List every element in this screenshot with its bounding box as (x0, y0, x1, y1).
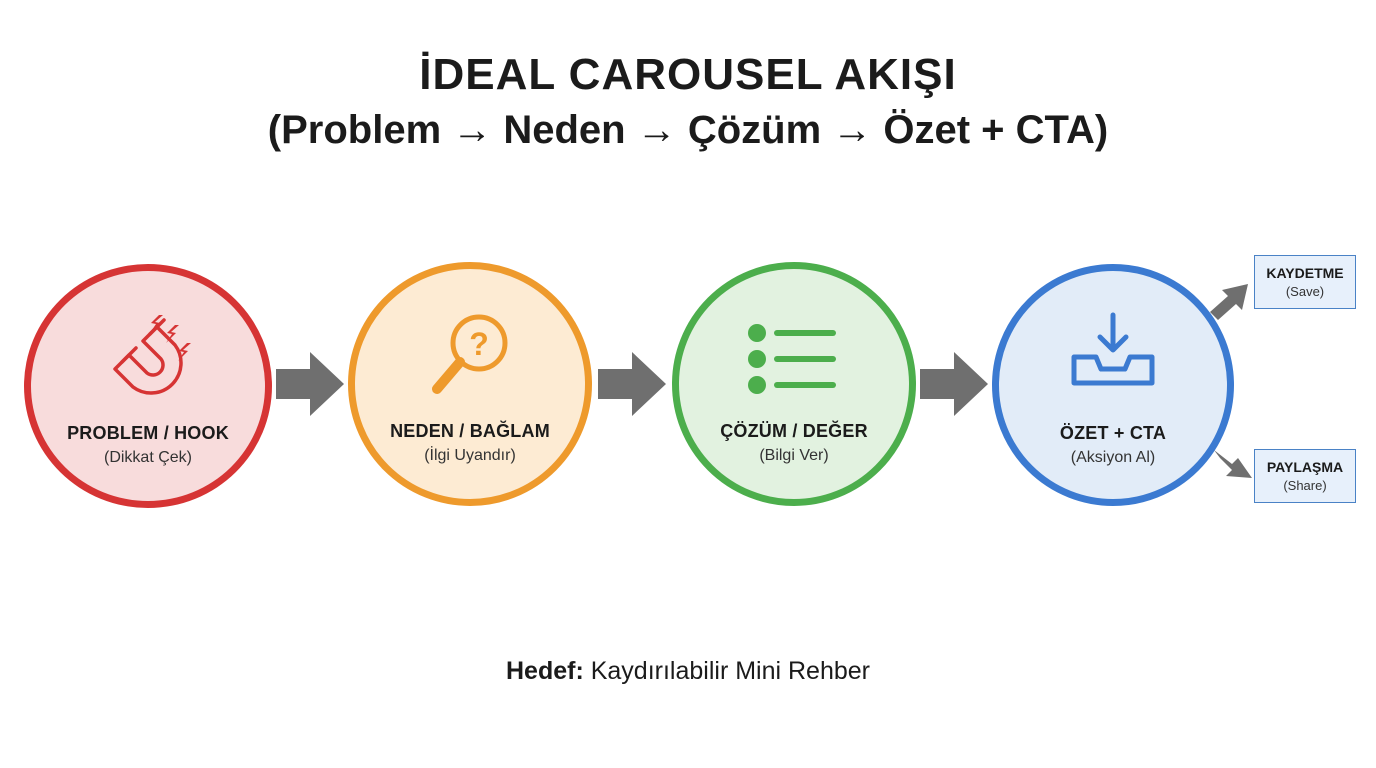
goal-text: Kaydırılabilir Mini Rehber (583, 657, 870, 685)
outcome-subtitle: (Share) (1283, 478, 1327, 493)
stage-subtitle: (Aksiyon Al) (1070, 449, 1156, 466)
stage-subtitle: (Bilgi Ver) (759, 447, 829, 464)
page-subtitle: (Problem → Neden → Çözüm → Özet + CTA) (267, 108, 1109, 152)
outcome-title: PAYLAŞMA (1266, 459, 1344, 475)
goal-caption: Hedef: Kaydırılabilir Mini Rehber (0, 657, 1376, 686)
branch-arrow-save (1210, 284, 1248, 320)
stage-neden-baglam: ? NEDEN / BAĞLAM (İlgi Uyandır) (348, 262, 592, 506)
stage-title: NEDEN / BAĞLAM (390, 421, 550, 441)
outcome-title: KAYDETME (1266, 265, 1344, 281)
branch-arrow-share (1214, 450, 1252, 478)
svg-text:?: ? (469, 326, 489, 362)
outcome-subtitle: (Save) (1285, 284, 1325, 299)
outcome-share-box: PAYLAŞMA (Share) (1254, 449, 1356, 503)
flow-arrow-1 (276, 352, 344, 416)
flow-arrow-3 (920, 352, 988, 416)
flow-arrow-2 (598, 352, 666, 416)
list-icon (679, 309, 909, 409)
download-tray-icon (999, 311, 1227, 411)
magnet-icon (31, 311, 265, 411)
stage-subtitle: (Dikkat Çek) (103, 449, 192, 466)
stage-problem-hook: PROBLEM / HOOK (Dikkat Çek) (24, 264, 272, 508)
magnifier-question-icon: ? (355, 309, 585, 409)
page-title: İDEAL CAROUSEL AKIŞI (419, 50, 957, 99)
stage-title: ÖZET + CTA (1059, 423, 1167, 443)
stage-title: ÇÖZÜM / DEĞER (720, 421, 868, 441)
outcome-save-box: KAYDETME (Save) (1254, 255, 1356, 309)
title-block: İDEAL CAROUSEL AKIŞI (Problem → Neden → … (0, 48, 1376, 156)
goal-label: Hedef: (505, 657, 584, 685)
stage-title: PROBLEM / HOOK (67, 423, 229, 443)
stage-ozet-cta: ÖZET + CTA (Aksiyon Al) (992, 264, 1234, 506)
stage-cozum-deger: ÇÖZÜM / DEĞER (Bilgi Ver) (672, 262, 916, 506)
stage-subtitle: (İlgi Uyandır) (424, 447, 516, 464)
